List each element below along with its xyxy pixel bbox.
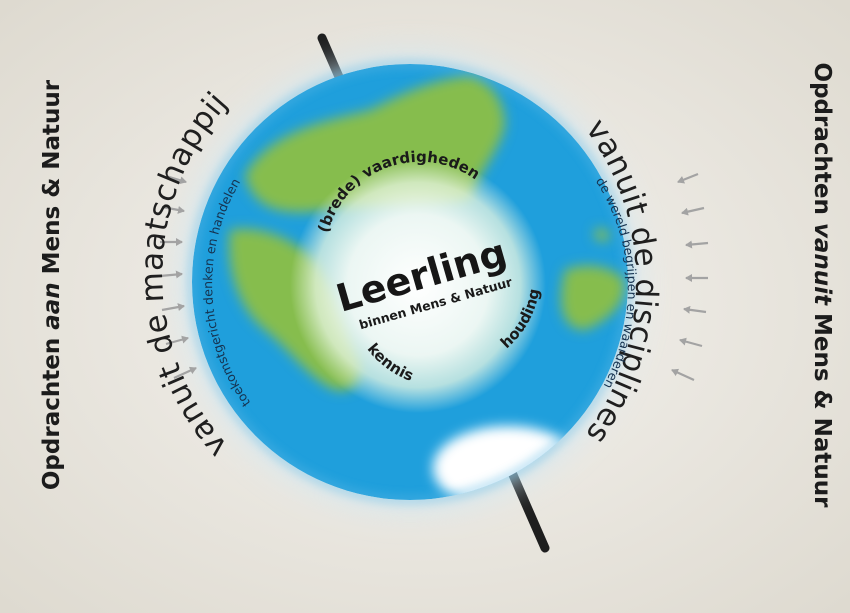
left-title: Opdrachten aan Mens & Natuur xyxy=(39,79,65,490)
arrow-right-icon xyxy=(159,270,183,279)
core-circle xyxy=(290,157,546,413)
arrow-right-icon xyxy=(165,174,187,185)
arrow-left-icon xyxy=(685,240,709,249)
arrow-left-icon xyxy=(683,305,707,314)
inward-arrows xyxy=(159,174,197,380)
arrow-right-icon xyxy=(165,335,189,346)
globe xyxy=(178,50,642,514)
arrow-left-icon xyxy=(681,206,705,216)
arrow-left-icon xyxy=(677,172,699,184)
arrow-right-icon xyxy=(173,366,197,380)
outward-arrows xyxy=(671,172,709,382)
arrow-left-icon xyxy=(679,337,703,348)
arrow-right-icon xyxy=(161,303,185,312)
arrow-left-icon xyxy=(671,368,695,382)
arrow-right-icon xyxy=(161,205,185,214)
right-title: Opdrachten vanuit Mens & Natuur xyxy=(810,63,836,509)
